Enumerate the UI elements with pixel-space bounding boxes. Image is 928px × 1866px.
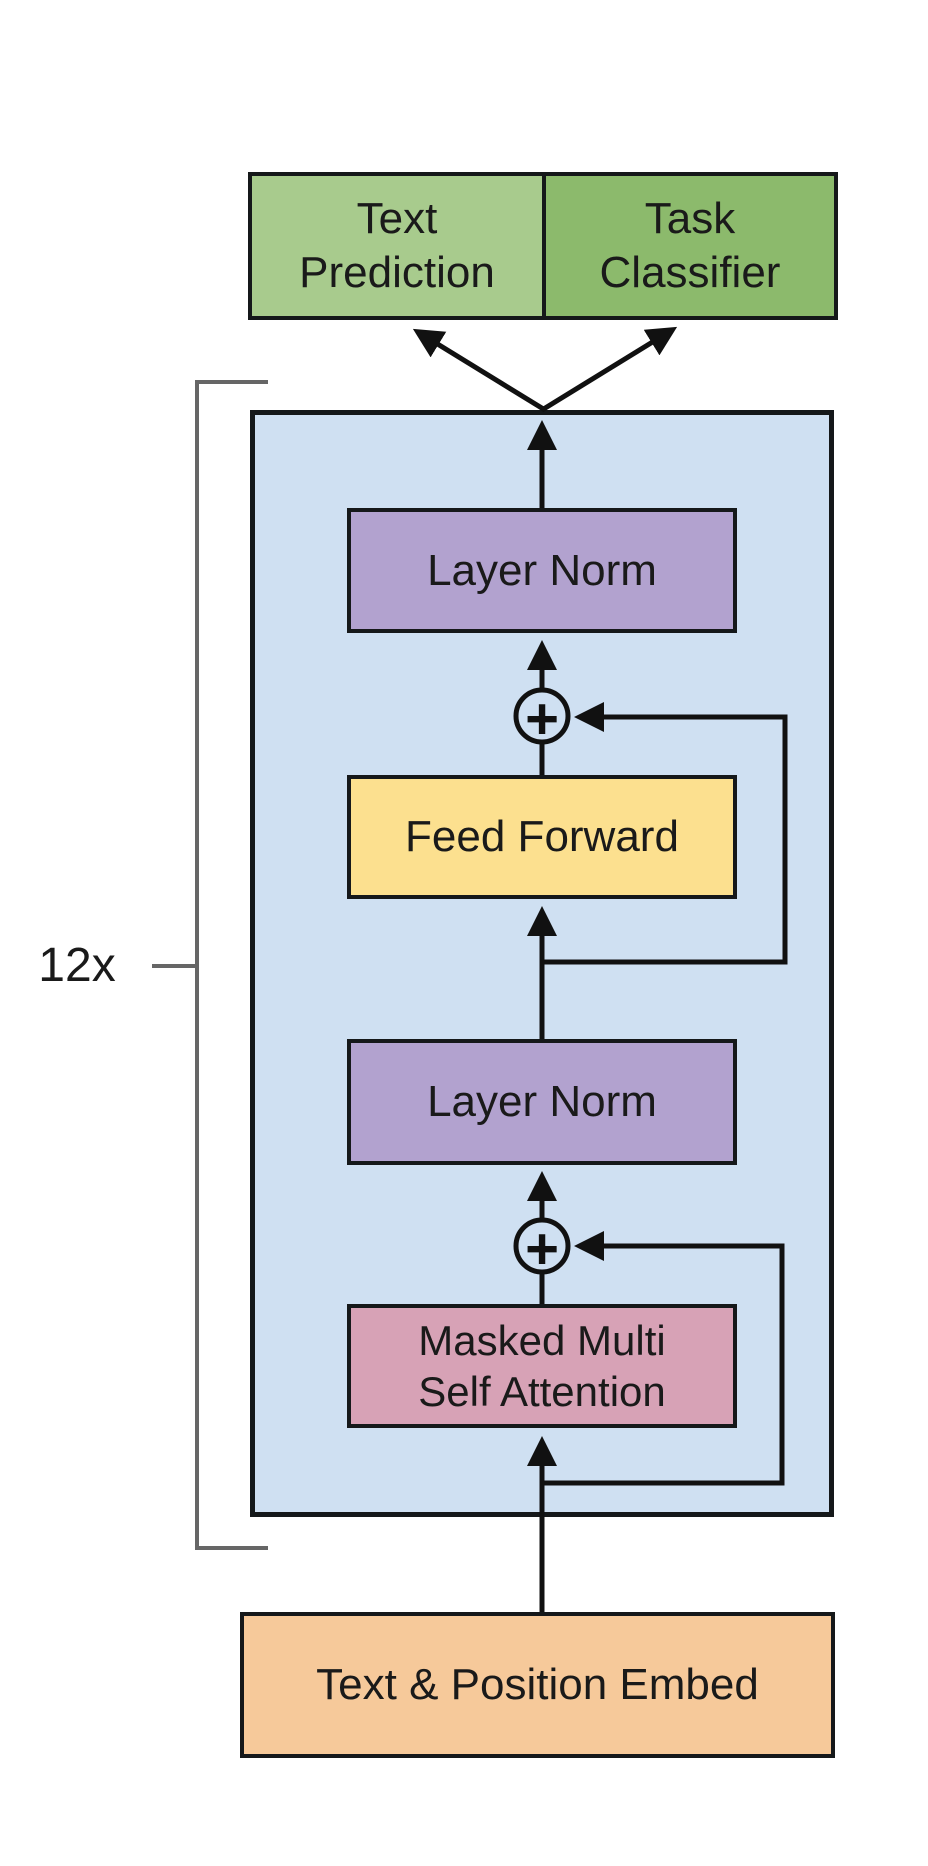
node-label: Layer Norm (427, 545, 657, 595)
node-label: Layer Norm (427, 1077, 657, 1127)
node-task-classifier: Task Classifier (542, 172, 838, 320)
node-label: Prediction (299, 248, 495, 297)
node-label: Text (356, 194, 438, 244)
node-layer-norm-mid: Layer Norm (347, 1039, 737, 1165)
arrow-to-text-prediction (412, 328, 547, 413)
node-label: Feed Forward (405, 812, 679, 862)
node-text-prediction: Text Prediction (248, 172, 546, 320)
node-label: Masked Multi (418, 1316, 666, 1364)
node-label: Text & Position Embed (316, 1660, 759, 1710)
node-feed-forward: Feed Forward (347, 775, 737, 899)
arrow-to-task-classifier (540, 326, 678, 413)
node-label: Classifier (599, 248, 781, 297)
node-text-position-embed: Text & Position Embed (240, 1612, 835, 1758)
node-label: Task (644, 194, 736, 244)
node-masked-multi-self-attention: Masked Multi Self Attention (347, 1304, 737, 1428)
repeat-count-label: 12x (38, 939, 116, 992)
node-layer-norm-top: Layer Norm (347, 508, 737, 633)
node-label: Self Attention (418, 1368, 666, 1415)
